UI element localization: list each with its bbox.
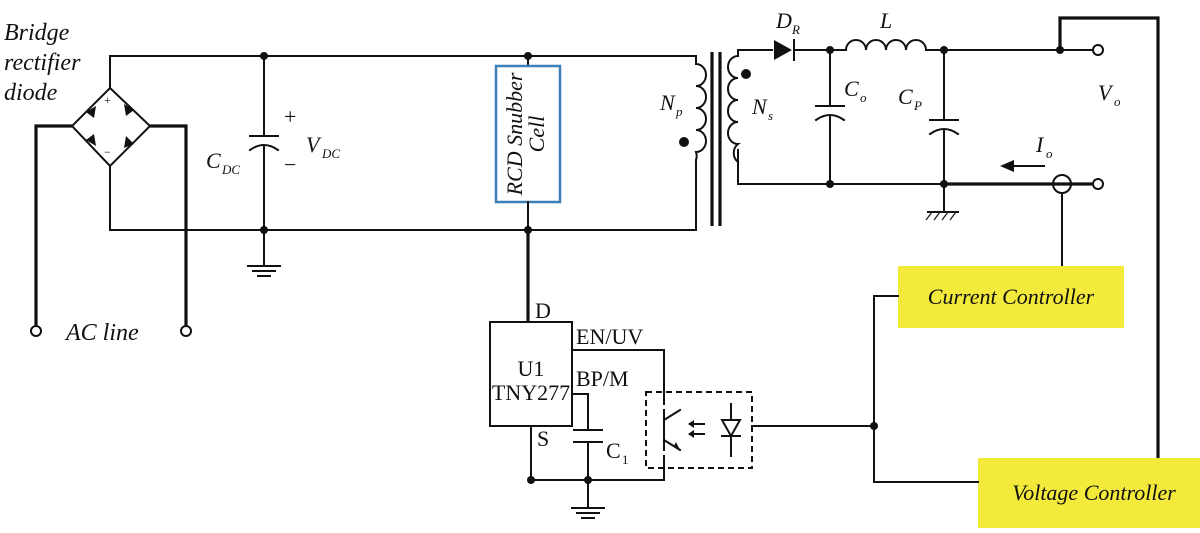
svg-text:+: +: [104, 93, 111, 107]
np-label: N: [659, 90, 676, 115]
bp-m-label: BP/M: [576, 366, 629, 391]
co-capacitor: [814, 49, 846, 188]
c1-sub: 1: [622, 452, 629, 467]
vo-terminal: [1092, 44, 1104, 56]
ac-wire-left: [34, 124, 72, 326]
cdc-sub: DC: [221, 162, 240, 177]
tny-label: TNY277: [492, 380, 570, 405]
ac-terminal-left: [30, 325, 42, 337]
vdc-label: V: [306, 132, 322, 157]
bridge-label-2: rectifier: [4, 50, 81, 76]
l-label: L: [879, 8, 892, 33]
c1-capacitor: [571, 429, 605, 519]
ns-label: N: [751, 94, 768, 119]
pin-s-label: S: [537, 426, 549, 451]
dc-bus-bottom: [109, 159, 697, 231]
np-sub: p: [675, 104, 683, 119]
co-label: C: [844, 76, 859, 101]
co-sub: o: [860, 90, 867, 105]
ac-wire-right: [150, 124, 188, 326]
en-uv-label: EN/UV: [576, 324, 643, 349]
snubber-label-1: RCD Snubber: [502, 72, 527, 196]
ac-terminal-right: [180, 325, 192, 337]
transformer: [679, 52, 751, 226]
snubber-label-2: Cell: [524, 116, 549, 153]
vo-sub: o: [1114, 94, 1121, 109]
vdc-minus: −: [284, 152, 296, 177]
u1-ic: [489, 321, 573, 427]
vdc-sub: DC: [321, 146, 340, 161]
svg-text:−: −: [104, 145, 111, 159]
bridge-label-3: diode: [4, 80, 58, 106]
cp-sub: P: [913, 98, 922, 113]
optocoupler: [645, 391, 753, 469]
inductor-l: [844, 39, 928, 52]
bridge-label-1: Bridge: [4, 20, 70, 46]
u1-label: U1: [518, 356, 545, 381]
pin-d-label: D: [535, 298, 551, 323]
current-sensor: [1000, 160, 1072, 267]
current-controller-block: [898, 266, 1124, 328]
dr-sub: R: [791, 22, 800, 37]
c1-label: C: [606, 438, 621, 463]
voltage-controller-label: Voltage Controller: [1012, 480, 1176, 505]
ns-sub: s: [768, 108, 773, 123]
return-terminal: [1092, 178, 1104, 190]
io-sub: o: [1046, 146, 1053, 161]
cdc-capacitor: [247, 52, 281, 277]
cp-label: C: [898, 84, 913, 109]
voltage-controller-block: [978, 458, 1200, 528]
bridge-rectifier: + −: [70, 86, 152, 168]
diode-dr: [774, 39, 795, 61]
cdc-label: C: [206, 148, 221, 173]
vdc-plus: +: [284, 104, 296, 129]
rcd-snubber-cell: [494, 64, 562, 204]
dr-label: D: [775, 8, 792, 33]
current-controller-label: Current Controller: [928, 284, 1095, 309]
vo-label: V: [1098, 80, 1114, 105]
cp-capacitor: [925, 49, 960, 221]
ac-line-label: AC line: [64, 320, 139, 346]
vo-feedback-wire: [1058, 16, 1160, 458]
dc-bus-top: [109, 55, 697, 89]
io-label: I: [1035, 132, 1045, 157]
